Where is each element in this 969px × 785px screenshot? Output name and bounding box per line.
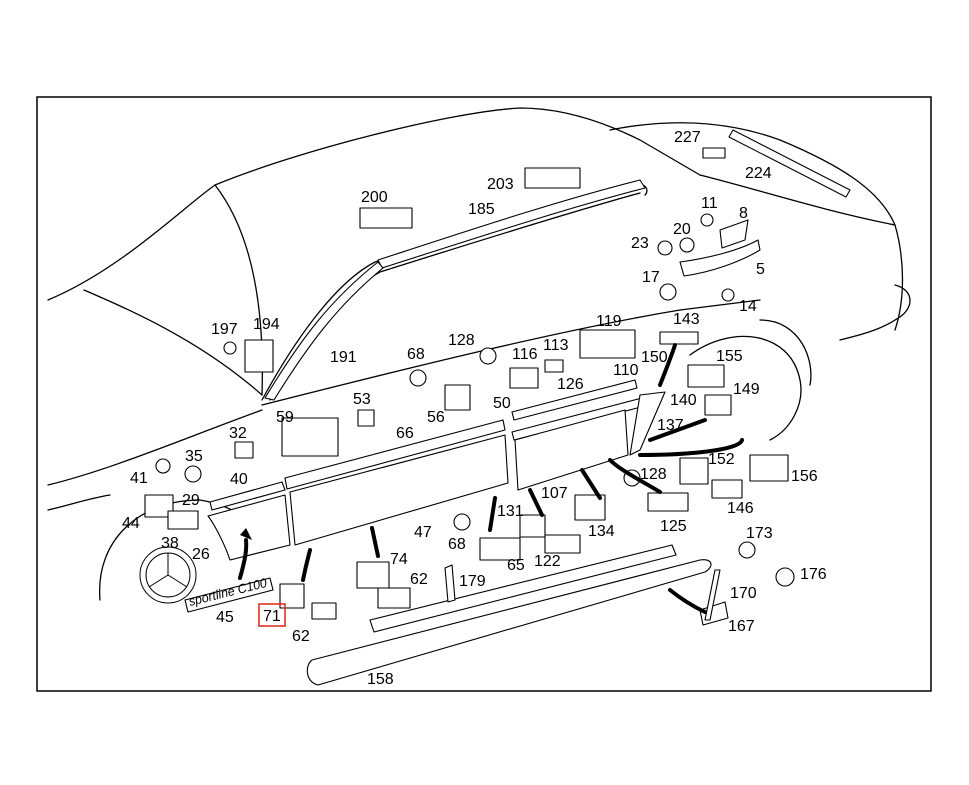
label-131: 131 xyxy=(497,503,524,520)
clips-and-fasteners xyxy=(144,147,795,626)
label-11: 11 xyxy=(701,195,718,212)
label-155: 155 xyxy=(716,348,743,365)
badge-text: sportline C100 xyxy=(187,575,269,609)
label-170: 170 xyxy=(730,585,757,602)
label-66: 66 xyxy=(396,425,414,442)
label-227: 227 xyxy=(674,129,701,146)
label-134: 134 xyxy=(588,523,615,540)
label-26: 26 xyxy=(192,546,210,563)
label-14: 14 xyxy=(739,298,757,315)
label-35: 35 xyxy=(185,448,203,465)
label-126: 126 xyxy=(557,376,584,393)
label-137: 137 xyxy=(657,417,684,434)
label-176: 176 xyxy=(800,566,827,583)
label-197: 197 xyxy=(211,321,238,338)
label-116: 116 xyxy=(512,346,538,363)
label-41: 41 xyxy=(130,470,148,487)
label-62-lower: 62 xyxy=(292,628,310,645)
pointer-arrows xyxy=(238,343,744,614)
label-150: 150 xyxy=(641,349,668,366)
label-32: 32 xyxy=(229,425,247,442)
label-156: 156 xyxy=(791,468,818,485)
label-38: 38 xyxy=(161,535,179,552)
label-59: 59 xyxy=(276,409,294,426)
label-203: 203 xyxy=(487,176,514,193)
label-44: 44 xyxy=(122,515,140,532)
label-68-lower: 68 xyxy=(448,536,466,553)
label-173: 173 xyxy=(746,525,773,542)
part-labels: 227 224 200 203 185 11 8 20 23 5 17 14 1… xyxy=(122,129,827,688)
label-107: 107 xyxy=(541,485,568,502)
label-167: 167 xyxy=(728,618,755,635)
label-113: 113 xyxy=(543,337,569,354)
label-191: 191 xyxy=(330,349,357,366)
label-17: 17 xyxy=(642,269,660,286)
label-65: 65 xyxy=(507,557,525,574)
label-71: 71 xyxy=(263,608,281,625)
label-125: 125 xyxy=(660,518,687,535)
label-62-upper: 62 xyxy=(410,571,428,588)
label-5: 5 xyxy=(756,261,765,278)
label-200: 200 xyxy=(361,189,388,206)
label-119: 119 xyxy=(596,313,622,330)
diagram-frame xyxy=(36,96,932,692)
label-50: 50 xyxy=(493,395,511,412)
label-23: 23 xyxy=(631,235,649,252)
label-53: 53 xyxy=(353,391,371,408)
label-185: 185 xyxy=(468,201,495,218)
label-128-upper: 128 xyxy=(448,332,475,349)
label-224: 224 xyxy=(745,165,772,182)
label-143: 143 xyxy=(673,311,700,328)
label-179: 179 xyxy=(459,573,486,590)
label-128-lower: 128 xyxy=(640,466,667,483)
label-56: 56 xyxy=(427,409,445,426)
label-140: 140 xyxy=(670,392,697,409)
highlight-box xyxy=(258,603,286,627)
label-152: 152 xyxy=(708,451,735,468)
rocker-panels xyxy=(306,239,761,686)
label-194: 194 xyxy=(253,316,280,333)
label-45: 45 xyxy=(216,609,234,626)
label-110: 110 xyxy=(613,362,639,379)
door-moldings xyxy=(207,379,666,561)
label-40: 40 xyxy=(230,471,248,488)
label-158: 158 xyxy=(367,671,394,688)
label-29: 29 xyxy=(182,492,200,509)
label-68-upper: 68 xyxy=(407,346,425,363)
label-20: 20 xyxy=(673,221,691,238)
label-122: 122 xyxy=(534,553,561,570)
label-47: 47 xyxy=(414,524,432,541)
label-8: 8 xyxy=(739,205,748,222)
label-146: 146 xyxy=(727,500,754,517)
roof-moldings xyxy=(264,129,851,401)
label-74: 74 xyxy=(390,551,408,568)
label-149: 149 xyxy=(733,381,760,398)
